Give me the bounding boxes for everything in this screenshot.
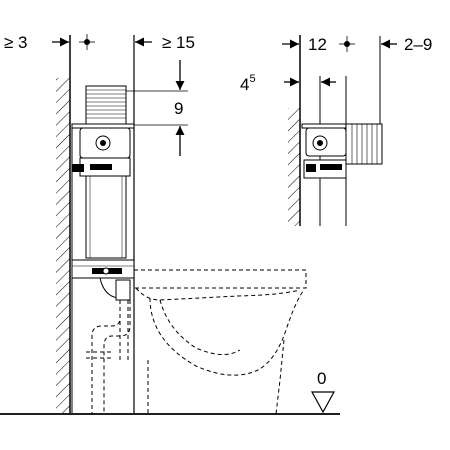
cistern-ribs [86, 89, 126, 119]
floor-level-label: 0 [317, 369, 326, 388]
frame-offset-label: 4 [240, 75, 249, 94]
detail-section-view: 12 2–9 45 [240, 35, 432, 226]
wall-hatching [56, 78, 70, 413]
drain-pipe-dashed [86, 300, 131, 414]
adjust-range-label: 2–9 [404, 35, 432, 54]
wall-bracket [72, 164, 84, 172]
main-section-view: ≥ 3 ≥ 15 9 [0, 33, 340, 415]
floor-level-triangle [310, 391, 336, 414]
detail-wall-hatching [288, 108, 300, 226]
cistern-tank [85, 175, 127, 259]
detail-ribs [351, 124, 378, 164]
toilet-bowl-dashed [134, 269, 307, 415]
right-clearance-label: ≥ 15 [162, 33, 195, 52]
frame-offset-superscript: 5 [249, 73, 255, 85]
left-clearance-label: ≥ 3 [4, 33, 28, 52]
frame-depth-label: 12 [308, 35, 327, 54]
height-offset-label: 9 [174, 99, 183, 118]
detail-ribbed-housing [345, 123, 383, 165]
svg-text:45: 45 [240, 73, 256, 94]
cistern-top-housing [85, 85, 127, 125]
